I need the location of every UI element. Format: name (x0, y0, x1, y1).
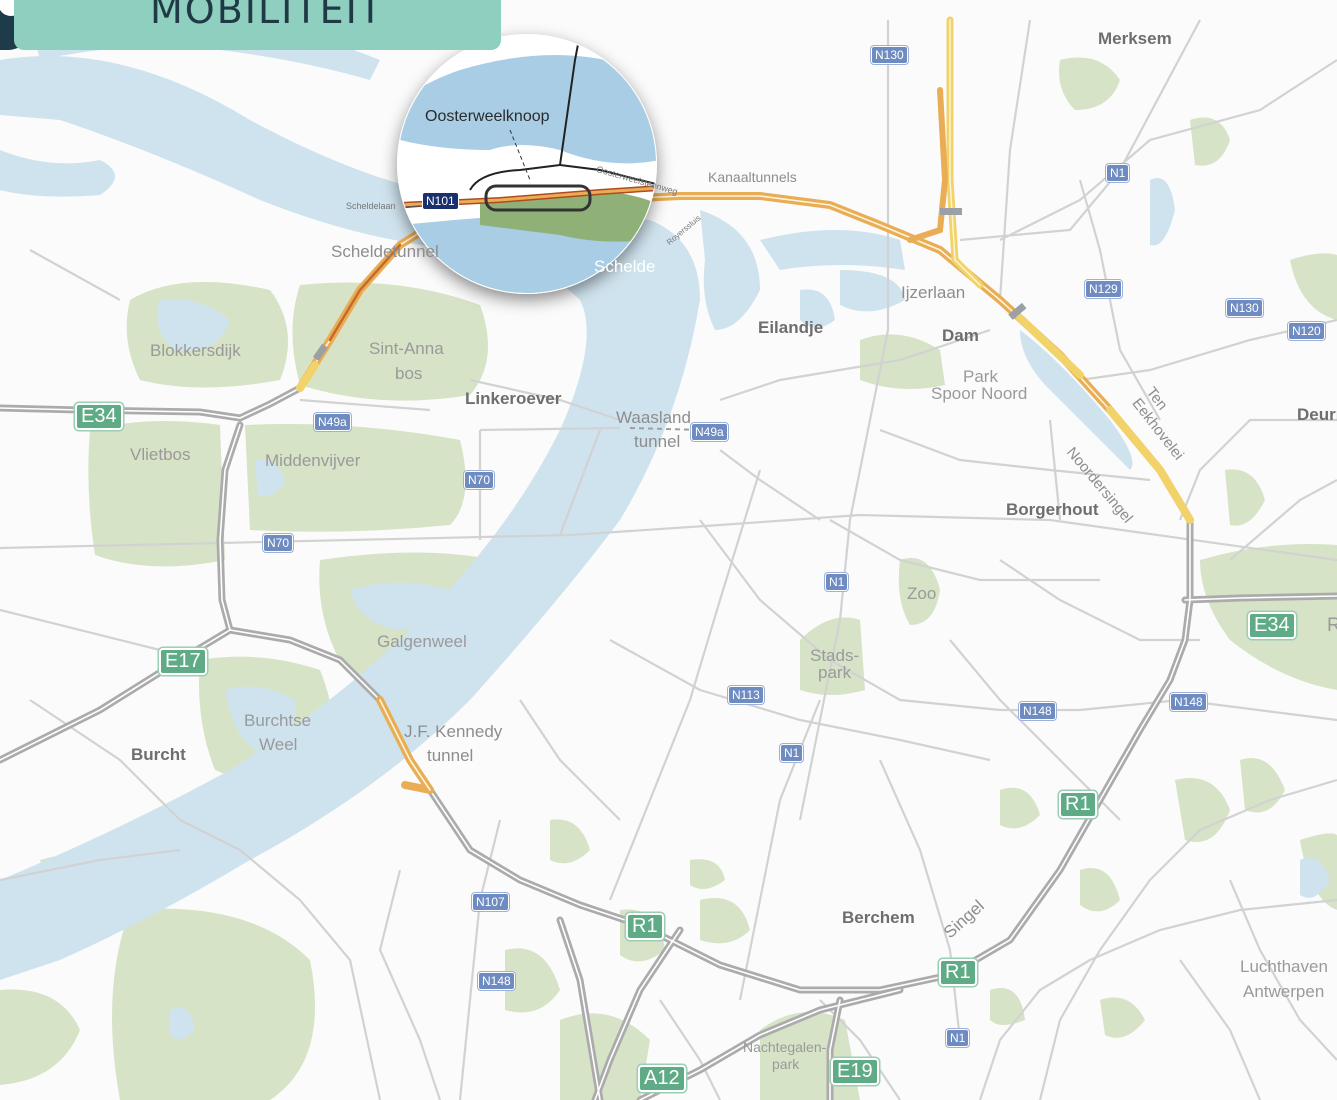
badge-e19: E19 (831, 1058, 879, 1085)
badge-n70-upper: N70 (464, 471, 495, 489)
label-r-edge: R (1327, 615, 1337, 636)
waasland-tunnel-line (629, 427, 701, 431)
label-sint-anna: Sint-Anna (369, 339, 444, 358)
label-ijzerlaan: Ijzerlaan (901, 283, 966, 302)
label-burchtse: Burchtse (244, 711, 312, 730)
badge-e34-right: E34 (1248, 612, 1296, 639)
badge-e17: E17 (159, 648, 207, 675)
tunnel-markers (312, 208, 1027, 361)
label-middenvijver: Middenvijver (265, 451, 361, 470)
label-galgenweel: Galgenweel (377, 632, 467, 651)
badge-r1-center: R1 (626, 913, 664, 940)
label-berchem: Berchem (842, 908, 915, 927)
label-linkeroever: Linkeroever (465, 389, 562, 408)
badge-n101: N101 (422, 192, 459, 210)
minor-roads (0, 19, 1337, 1100)
badge-n130-top: N130 (871, 46, 908, 64)
label-sint-anna-bos: bos (395, 364, 423, 383)
label-merksem: Merksem (1098, 29, 1172, 48)
label-waasland-tunnel: tunnel (634, 432, 681, 451)
label-scheldelaan: Scheldelaan (346, 201, 396, 211)
badge-n148-right: N148 (1170, 693, 1207, 711)
label-park-spoor: Park (963, 367, 998, 386)
badge-n1-top: N1 (1106, 164, 1130, 182)
header-tab (14, 0, 501, 50)
label-luchthaven: Luchthaven (1240, 957, 1328, 976)
label-deurne: Deurn (1297, 405, 1337, 424)
badge-n49a-right: N49a (691, 423, 728, 441)
badge-r1-bottom: R1 (939, 959, 977, 986)
label-kennedy-tunnel: tunnel (427, 746, 474, 765)
badge-n148-low: N148 (478, 972, 515, 990)
label-luchthaven-antwerpen: Antwerpen (1243, 982, 1325, 1001)
label-nachtegalen-park: park (772, 1056, 800, 1072)
badge-n70-lower: N70 (263, 534, 294, 552)
badge-n120: N120 (1288, 322, 1325, 340)
label-burchtse-weel: Weel (259, 735, 298, 754)
oosterweel-route (296, 16, 1194, 794)
badge-n1-low: N1 (780, 744, 804, 762)
badge-e34-left: E34 (75, 403, 123, 430)
badge-n130-right: N130 (1226, 299, 1263, 317)
label-dam: Dam (942, 326, 979, 345)
label-stadspark-park: park (818, 663, 852, 682)
label-eilandje: Eilandje (758, 318, 824, 337)
label-park-spoor-noord: Spoor Noord (931, 384, 1028, 403)
badge-n1-mid: N1 (825, 573, 849, 591)
label-scheldetunnel: Scheldetunnel (331, 242, 439, 261)
inset-title: Oosterweelknoop (425, 108, 550, 125)
label-blokkersdijk: Blokkersdijk (150, 341, 241, 360)
label-burcht: Burcht (131, 745, 186, 764)
label-borgerhout: Borgerhout (1006, 500, 1099, 519)
badge-n107: N107 (472, 893, 509, 911)
inset-circle (397, 34, 657, 294)
label-kanaaltunnels: Kanaaltunnels (708, 169, 797, 185)
badge-n113: N113 (728, 686, 764, 704)
badge-n49a-left: N49a (314, 413, 351, 431)
label-nachtegalen: Nachtegalen- (743, 1039, 827, 1055)
badge-n1-bottom: N1 (946, 1029, 970, 1047)
label-vlietbos: Vlietbos (130, 445, 191, 464)
page-title: MOBILITEIT (150, 0, 384, 32)
badge-n148-mid: N148 (1019, 702, 1056, 720)
label-waasland: Waasland (616, 408, 691, 427)
label-schelde: Schelde (594, 257, 656, 276)
badge-n129: N129 (1085, 280, 1122, 298)
label-kennedy: J.F. Kennedy (404, 722, 503, 741)
label-zoo: Zoo (907, 584, 937, 603)
label-stadspark: Stads- (810, 646, 860, 665)
badge-a12: A12 (638, 1065, 686, 1092)
badge-r1-right: R1 (1059, 791, 1097, 818)
